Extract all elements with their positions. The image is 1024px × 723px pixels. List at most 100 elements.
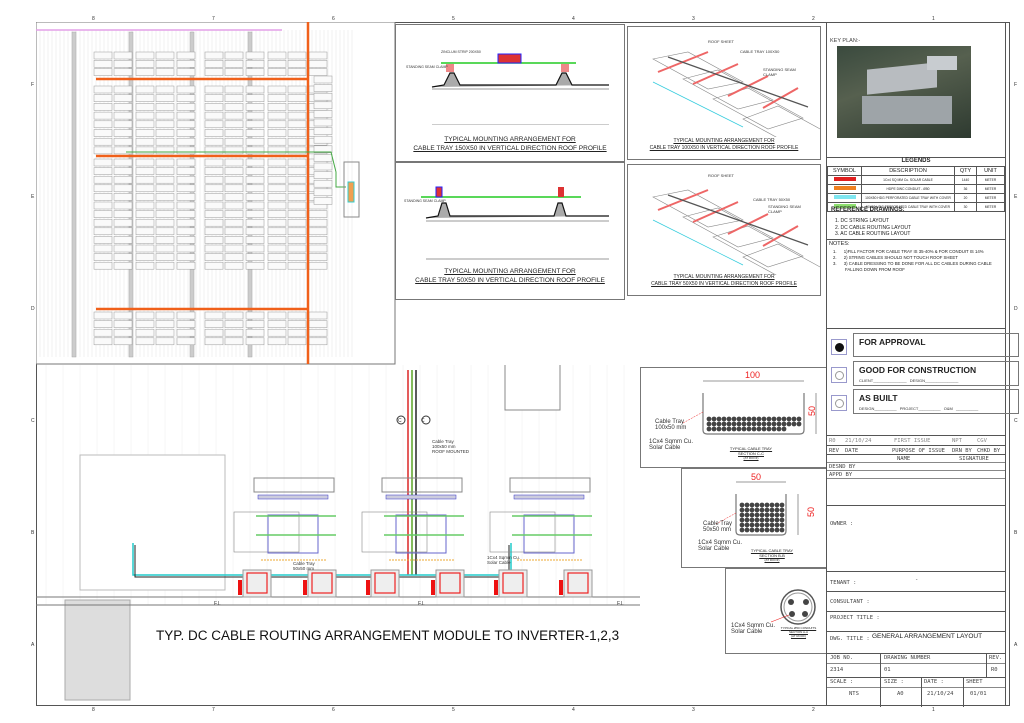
pv-module [267,184,287,193]
pv-module [267,103,287,111]
cable [741,426,747,432]
pv-module [113,158,133,167]
text-label: 20 [954,193,977,203]
text-label: 1Cx4 SQ MM Cu. SOLAR CABLE [861,175,955,185]
pv-module [113,227,133,236]
cable [766,426,772,432]
earth-pit [494,580,498,595]
label-cable: 1Cx4 Sqmm Cu. Solar Cable [731,623,776,635]
pv-module [93,320,113,328]
pv-module [135,253,155,261]
pv-module [113,68,133,76]
column-marker: 6 [332,16,335,22]
cable [739,517,745,523]
pv-module [93,201,113,210]
pv-module [245,244,265,253]
project-title-label: PROJECT TITLE : [830,615,880,621]
pv-module [93,103,113,111]
pv-module [176,227,196,236]
pv-module [245,68,265,76]
roof-sheet [742,243,820,275]
legend-header: UNIT [976,166,1005,176]
cable [779,517,785,523]
pv-module [93,94,113,102]
pv-module [135,146,155,155]
pv-module [155,227,175,236]
cable [764,522,770,528]
pv-module [155,158,175,167]
cable [751,416,757,422]
cable [796,421,802,427]
pv-module [113,244,133,253]
roof-sheet [712,87,804,130]
pv-module [224,167,244,175]
pv-module [204,227,224,236]
cable [779,522,785,528]
cable [754,502,760,508]
pv-module [313,92,333,101]
pv-module [308,253,328,261]
pv-module [204,253,224,261]
pv-module [287,210,307,218]
pv-module [113,201,133,210]
cable [754,507,760,513]
pv-module [204,201,224,210]
cable [779,527,785,533]
pv-module [204,244,224,253]
pv-module [155,129,175,137]
pv-module [224,120,244,129]
cable [736,426,742,432]
pv-module [155,210,175,218]
reference-title: REFERENCE DRAWINGS: [831,207,905,213]
pv-module [135,210,155,218]
pv-module [313,197,333,205]
cable [754,512,760,518]
text-label: TYPICAL MOUNTING ARRANGEMENT FOR [444,268,576,275]
pv-module [287,146,307,155]
pv-module [224,261,244,270]
cable [766,421,772,427]
pv-module [287,68,307,76]
label-tray: CABLE TRAY 100X50 [740,49,780,54]
cable [744,512,750,518]
pv-module [155,111,175,120]
column-marker: 3 [692,707,695,713]
approval-radio[interactable] [831,339,847,355]
cable [749,502,755,508]
label-tray: Cable Tray 100x50 mm [655,419,687,431]
row-marker: C [1014,418,1018,424]
pv-module [176,210,196,218]
approval-radio[interactable] [831,367,847,383]
approval-radio[interactable] [831,395,847,411]
cable-tray [667,56,809,108]
pv-module [224,111,244,120]
text-label: REV [829,448,839,454]
pv-module [176,193,196,201]
pv-module [224,158,244,167]
pv-module [287,94,307,102]
text-label: METER [976,193,1005,203]
pv-module [155,51,175,60]
pv-module [245,193,265,201]
pv-module [245,236,265,244]
pv-module [245,210,265,218]
pv-module [287,193,307,201]
text-label: TYPICAL CABLE TRAY [750,548,794,553]
pv-module [135,51,155,60]
cable [776,416,782,422]
pv-module [204,320,224,328]
junction-box [504,365,561,411]
label-cable: 1Cx4 Sqmm Cu. Solar Cable [698,540,743,552]
column-marker: 8 [92,707,95,713]
row-marker: C [31,418,35,424]
rebar [246,572,268,594]
text-label: 1440 [954,175,977,185]
cable [759,512,765,518]
plinth [64,599,131,701]
inverter-roof [509,477,591,493]
pv-module [113,337,133,346]
pv-module [113,111,133,120]
cable [779,507,785,513]
